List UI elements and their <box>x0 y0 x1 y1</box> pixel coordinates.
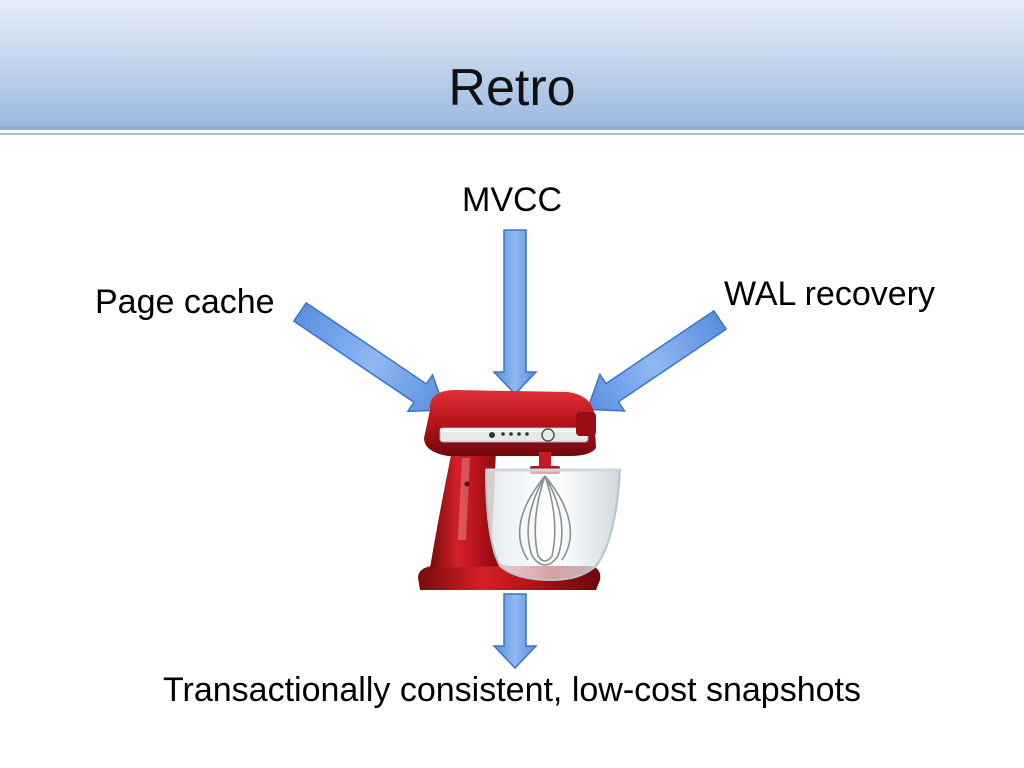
title-bar <box>0 0 1024 128</box>
title-divider-thin <box>0 133 1024 135</box>
stand-mixer-icon <box>418 390 622 590</box>
arrow-output <box>492 593 538 670</box>
label-page-cache: Page cache <box>95 283 275 321</box>
arrow-page-cache <box>292 301 447 413</box>
arrow-mvcc <box>492 229 538 396</box>
slide-title: Retro <box>448 59 576 117</box>
label-wal-recovery: WAL recovery <box>724 275 935 313</box>
output-text: Transactionally consistent, low-cost sna… <box>163 671 861 709</box>
arrow-wal-recovery <box>586 309 728 412</box>
title-divider <box>0 126 1024 130</box>
label-mvcc: MVCC <box>462 181 563 219</box>
label-output: Transactionally consistent, low-cost sna… <box>0 673 1024 707</box>
